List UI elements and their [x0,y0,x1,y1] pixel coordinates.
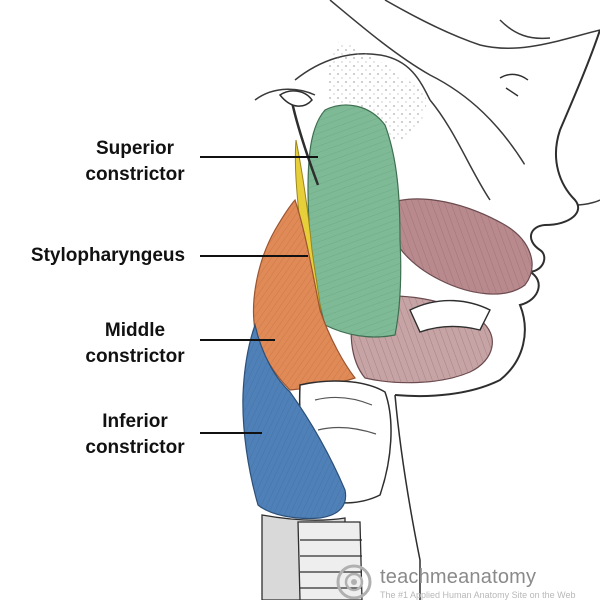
trachea [261,514,363,600]
label-superior-line2: constrictor [85,164,185,185]
label-middle-line2: constrictor [85,346,185,367]
label-stylopharyngeus: Stylopharyngeus [18,243,198,269]
leader-lines [200,156,318,434]
eye-icon [499,73,529,97]
watermark-tagline: The #1 Applied Human Anatomy Site on the… [380,590,576,600]
label-middle-constrictor: Middle constrictor [70,318,200,370]
label-inferior-line1: Inferior [102,411,168,432]
label-inferior-line2: constrictor [85,437,185,458]
teachmeanatomy-watermark: teachmeanatomy The #1 Applied Human Anat… [330,560,600,600]
label-superior-constrictor: Superior constrictor [70,136,200,188]
teachmeanatomy-logo-icon [336,564,372,600]
neck-outline [394,394,421,600]
label-stylopharyngeus-text: Stylopharyngeus [30,245,186,266]
styloid-process [290,101,320,186]
skull-outline [254,0,600,206]
label-inferior-constrictor: Inferior constrictor [70,409,200,461]
label-middle-line1: Middle [104,320,166,341]
mandible-bone [409,299,491,333]
watermark-name: teachmeanatomy [380,566,537,588]
label-superior-line1: Superior [95,138,175,159]
